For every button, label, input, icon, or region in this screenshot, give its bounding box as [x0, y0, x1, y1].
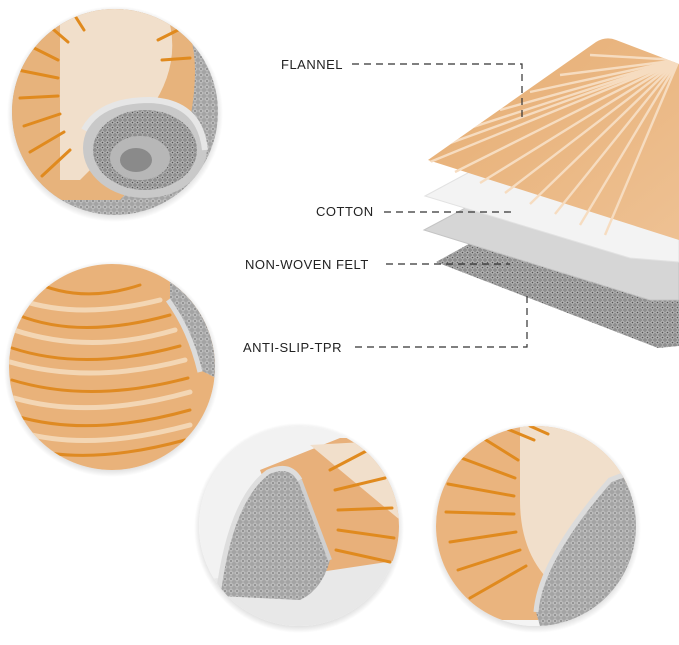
cotton-label: COTTON	[316, 204, 374, 219]
flannel-label: FLANNEL	[281, 57, 344, 72]
layer-stack	[422, 38, 679, 348]
flannel-layer	[428, 38, 679, 241]
detail-circle-rolled	[7, 6, 223, 222]
non-woven-felt-label: NON-WOVEN FELT	[245, 257, 369, 272]
detail-circle-folded	[4, 261, 220, 477]
anti-slip-tpr-label: ANTI-SLIP-TPR	[243, 340, 342, 355]
detail-circle-corner	[431, 423, 641, 633]
tpr-leader	[355, 294, 528, 348]
detail-circle-backing	[194, 423, 404, 633]
leader-lines	[352, 63, 528, 348]
flannel-leader	[352, 63, 523, 118]
